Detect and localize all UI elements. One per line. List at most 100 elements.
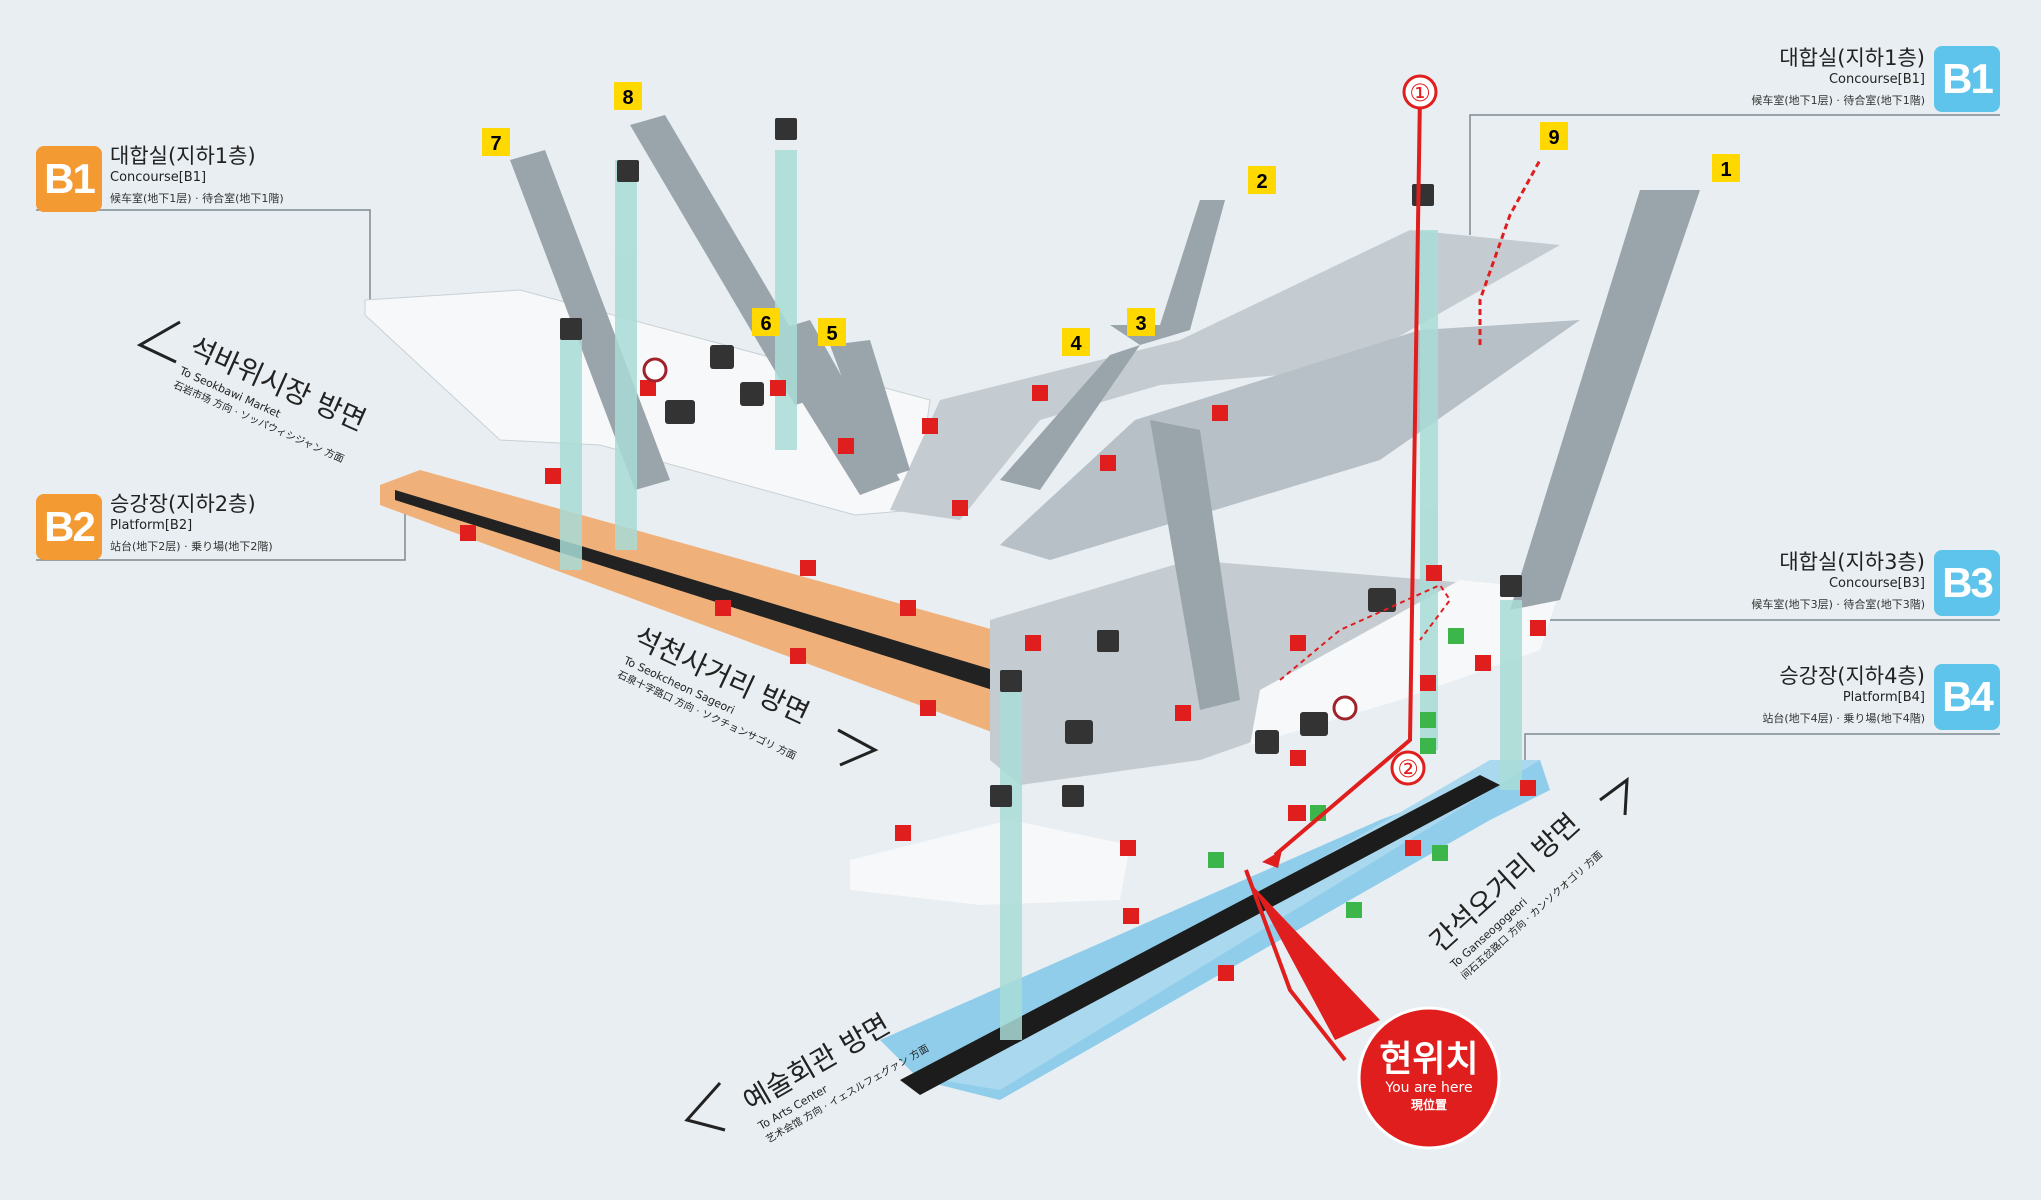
exit-3-label: 3 xyxy=(1135,313,1146,335)
emergency-phone-icon xyxy=(1420,738,1436,754)
elevator-icon xyxy=(1000,670,1022,692)
escalator-icon xyxy=(1368,588,1396,612)
you-are-here-hanja: 現位置 xyxy=(1410,1098,1447,1112)
fire-extinguisher-icon xyxy=(790,648,806,664)
emergency-phone-icon xyxy=(1448,628,1464,644)
level-title: 승강장(지하4층) xyxy=(1779,664,1925,688)
restroom-icon xyxy=(740,382,764,406)
level-subtitle: Platform[B4] xyxy=(1842,690,1925,705)
route-dashed-up xyxy=(1478,159,1542,345)
arrow-seokbawi-icon xyxy=(136,320,181,364)
exit-9-label: 9 xyxy=(1548,127,1559,149)
fire-extinguisher-icon xyxy=(1025,635,1041,651)
fire-extinguisher-icon xyxy=(1032,385,1048,401)
arrow-arts-icon xyxy=(684,1082,726,1132)
arrow-seokcheon-icon xyxy=(837,728,879,767)
elevator-icon xyxy=(617,160,639,182)
fire-extinguisher-icon xyxy=(1218,965,1234,981)
level-translation: 候车室(地下1层) · 待合室(地下1階) xyxy=(110,192,284,205)
facility-icons xyxy=(642,345,1396,754)
fire-extinguisher-icon xyxy=(715,600,731,616)
emergency-phone-icon xyxy=(1432,845,1448,861)
level-subtitle: Platform[B2] xyxy=(110,518,193,533)
fire-extinguisher-icon xyxy=(1420,675,1436,691)
exit-2-label: 2 xyxy=(1256,171,1267,193)
elevator-icon xyxy=(775,118,797,140)
emergency-phone-icon xyxy=(1346,902,1362,918)
fire-extinguisher-icon xyxy=(922,418,938,434)
fire-extinguisher-icon xyxy=(1175,705,1191,721)
exit-6-label: 6 xyxy=(760,313,771,335)
exit-3-icon[interactable]: 3 xyxy=(1127,308,1155,336)
level-subtitle: Concourse[B1] xyxy=(1828,72,1925,87)
elevator-icons xyxy=(560,118,1522,807)
fire-extinguisher-icon xyxy=(1212,405,1228,421)
fire-extinguisher-icon xyxy=(1426,565,1442,581)
level-badge: B1 xyxy=(36,146,102,212)
fire-extinguisher-icon xyxy=(1288,805,1304,821)
b3-concourse-white xyxy=(1250,580,1560,745)
fire-extinguisher-icon xyxy=(1290,750,1306,766)
fire-extinguisher-icon xyxy=(1290,635,1306,651)
direction-arrows xyxy=(136,320,1629,1132)
exit-8-icon[interactable]: 8 xyxy=(614,82,642,110)
escalator-icon xyxy=(710,345,734,369)
exit-5-label: 5 xyxy=(826,323,837,345)
level-title: 대합실(지하3층) xyxy=(1779,550,1925,574)
exit-9-icon[interactable]: 9 xyxy=(1540,122,1568,150)
level-title: 승강장(지하2층) xyxy=(110,492,256,516)
elevator-shafts xyxy=(560,150,1522,1040)
exit-6-icon[interactable]: 6 xyxy=(752,308,780,336)
exit-5-icon[interactable]: 5 xyxy=(818,318,846,346)
fire-extinguisher-icon xyxy=(952,500,968,516)
elevator-icon xyxy=(990,785,1012,807)
fire-extinguisher-icon xyxy=(1520,780,1536,796)
level-title: 대합실(지하1층) xyxy=(1779,46,1925,70)
fire-extinguisher-icon xyxy=(1123,908,1139,924)
route-marker-1-label: ① xyxy=(1409,79,1431,107)
b1-concourse-left xyxy=(364,289,931,516)
you-are-here-label: 현위치 You are here 現位置 xyxy=(1364,1040,1494,1113)
emergency-phone-icons xyxy=(1208,628,1464,918)
elevator-icon xyxy=(1062,785,1084,807)
fire-extinguisher-icon xyxy=(1100,455,1116,471)
exit-badges: 7 8 6 5 4 3 2 9 1 xyxy=(482,82,1740,356)
fire-extinguisher-icon xyxy=(895,825,911,841)
route-path xyxy=(1244,94,1422,1062)
b4-track xyxy=(900,775,1500,1095)
level-subtitle: Concourse[B3] xyxy=(1828,576,1925,591)
elevator-icon xyxy=(1500,575,1522,597)
level-translation: 候车室(地下1层) · 待合室(地下1階) xyxy=(1751,94,1925,107)
emergency-phone-icon xyxy=(1208,852,1224,868)
b3-lower-slab xyxy=(850,820,1130,905)
fire-extinguisher-icon xyxy=(640,380,656,396)
fire-extinguisher-icon xyxy=(1405,840,1421,856)
info-icon xyxy=(1332,695,1358,721)
level-translation: 站台(地下4层) · 乗り場(地下4階) xyxy=(1762,712,1925,725)
fire-extinguisher-icon xyxy=(1475,655,1491,671)
you-are-here-english: You are here xyxy=(1385,1080,1473,1096)
level-badge: B1 xyxy=(1934,46,2000,112)
level-badge: B3 xyxy=(1934,550,2000,616)
restroom-icon xyxy=(1255,730,1279,754)
fire-extinguisher-icon xyxy=(800,560,816,576)
route-marker-1: ① xyxy=(1402,74,1438,110)
emergency-phone-icon xyxy=(1420,712,1436,728)
elevator-icon xyxy=(1412,184,1434,206)
level-badge: B4 xyxy=(1934,664,2000,730)
exit-1-label: 1 xyxy=(1720,159,1731,181)
restroom-icon xyxy=(1065,720,1093,744)
exit-2-icon[interactable]: 2 xyxy=(1248,166,1276,194)
fire-extinguisher-icon xyxy=(770,380,786,396)
elevator-icon xyxy=(1097,630,1119,652)
exit-7-icon[interactable]: 7 xyxy=(482,128,510,156)
fire-extinguisher-icon xyxy=(900,600,916,616)
info-icon xyxy=(642,357,668,383)
you-are-here-marker[interactable] xyxy=(1252,885,1501,1150)
exit-1-icon[interactable]: 1 xyxy=(1712,154,1740,182)
escalator-icon xyxy=(1300,712,1328,736)
exit-4-icon[interactable]: 4 xyxy=(1062,328,1090,356)
exit-4-label: 4 xyxy=(1070,333,1082,355)
exit-8-label: 8 xyxy=(622,87,633,109)
